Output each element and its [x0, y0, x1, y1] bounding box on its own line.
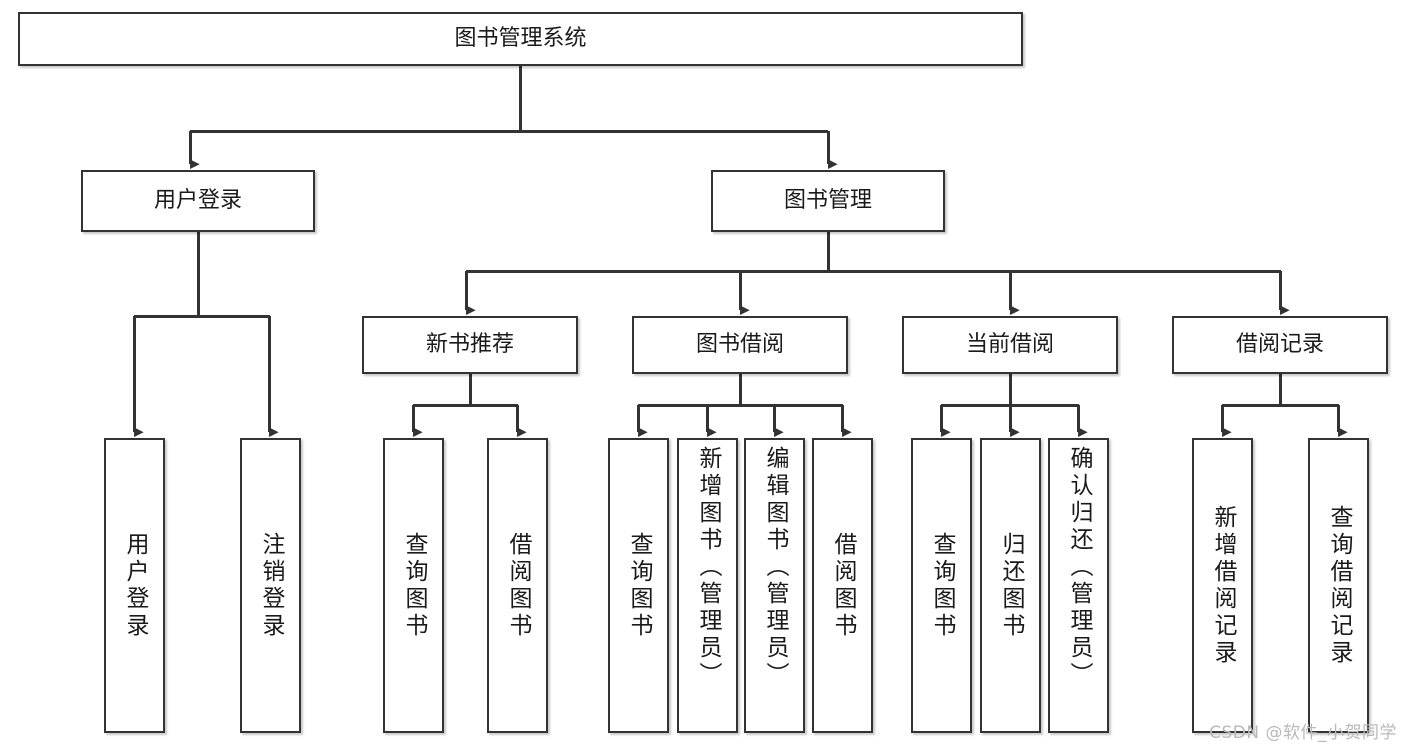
node-leaf-borrow-books-2[interactable]: 借阅图书	[812, 438, 873, 733]
node-leaf-query-record[interactable]: 查询借阅记录	[1308, 438, 1369, 733]
node-borrow-record[interactable]: 借阅记录	[1172, 316, 1388, 374]
node-leaf-query-books-3[interactable]: 查询图书	[911, 438, 972, 733]
node-label: 借阅图书	[830, 531, 856, 640]
node-book-management[interactable]: 图书管理	[711, 170, 945, 232]
node-label: 新增图书（管理员）	[695, 446, 721, 689]
node-user-login[interactable]: 用户登录	[81, 170, 315, 232]
node-new-book-recommend[interactable]: 新书推荐	[362, 316, 578, 374]
node-label: 借阅记录	[1235, 331, 1324, 357]
node-label: 确认归还（管理员）	[1066, 446, 1092, 689]
node-leaf-query-books-2[interactable]: 查询图书	[608, 438, 669, 733]
node-label: 新增借阅记录	[1210, 504, 1236, 667]
node-leaf-user-logout[interactable]: 注销登录	[240, 438, 301, 733]
node-label: 当前借阅	[965, 331, 1054, 357]
node-label: 图书管理系统	[454, 25, 587, 51]
node-label: 图书管理	[783, 187, 872, 213]
node-leaf-return-book[interactable]: 归还图书	[980, 438, 1041, 733]
node-label: 编辑图书（管理员）	[762, 446, 788, 689]
node-label: 查询图书	[929, 531, 955, 640]
node-leaf-borrow-books-1[interactable]: 借阅图书	[487, 438, 548, 733]
node-label: 借阅图书	[505, 531, 531, 640]
node-label: 注销登录	[258, 531, 284, 640]
node-book-borrow[interactable]: 图书借阅	[632, 316, 848, 374]
node-leaf-add-record[interactable]: 新增借阅记录	[1192, 438, 1253, 733]
node-leaf-add-book[interactable]: 新增图书（管理员）	[677, 438, 738, 733]
node-label: 图书借阅	[695, 331, 784, 357]
node-root-book-management-system[interactable]: 图书管理系统	[18, 12, 1023, 66]
node-label: 新书推荐	[425, 331, 514, 357]
node-leaf-confirm-return[interactable]: 确认归还（管理员）	[1048, 438, 1109, 733]
node-label: 用户登录	[122, 531, 148, 640]
node-label: 查询图书	[401, 531, 427, 640]
node-label: 查询图书	[626, 531, 652, 640]
node-label: 查询借阅记录	[1326, 504, 1352, 667]
node-current-borrow[interactable]: 当前借阅	[902, 316, 1118, 374]
node-label: 用户登录	[153, 187, 242, 213]
node-leaf-user-login[interactable]: 用户登录	[104, 438, 165, 733]
node-leaf-query-books-1[interactable]: 查询图书	[383, 438, 444, 733]
node-leaf-edit-book[interactable]: 编辑图书（管理员）	[744, 438, 805, 733]
node-label: 归还图书	[998, 531, 1024, 640]
